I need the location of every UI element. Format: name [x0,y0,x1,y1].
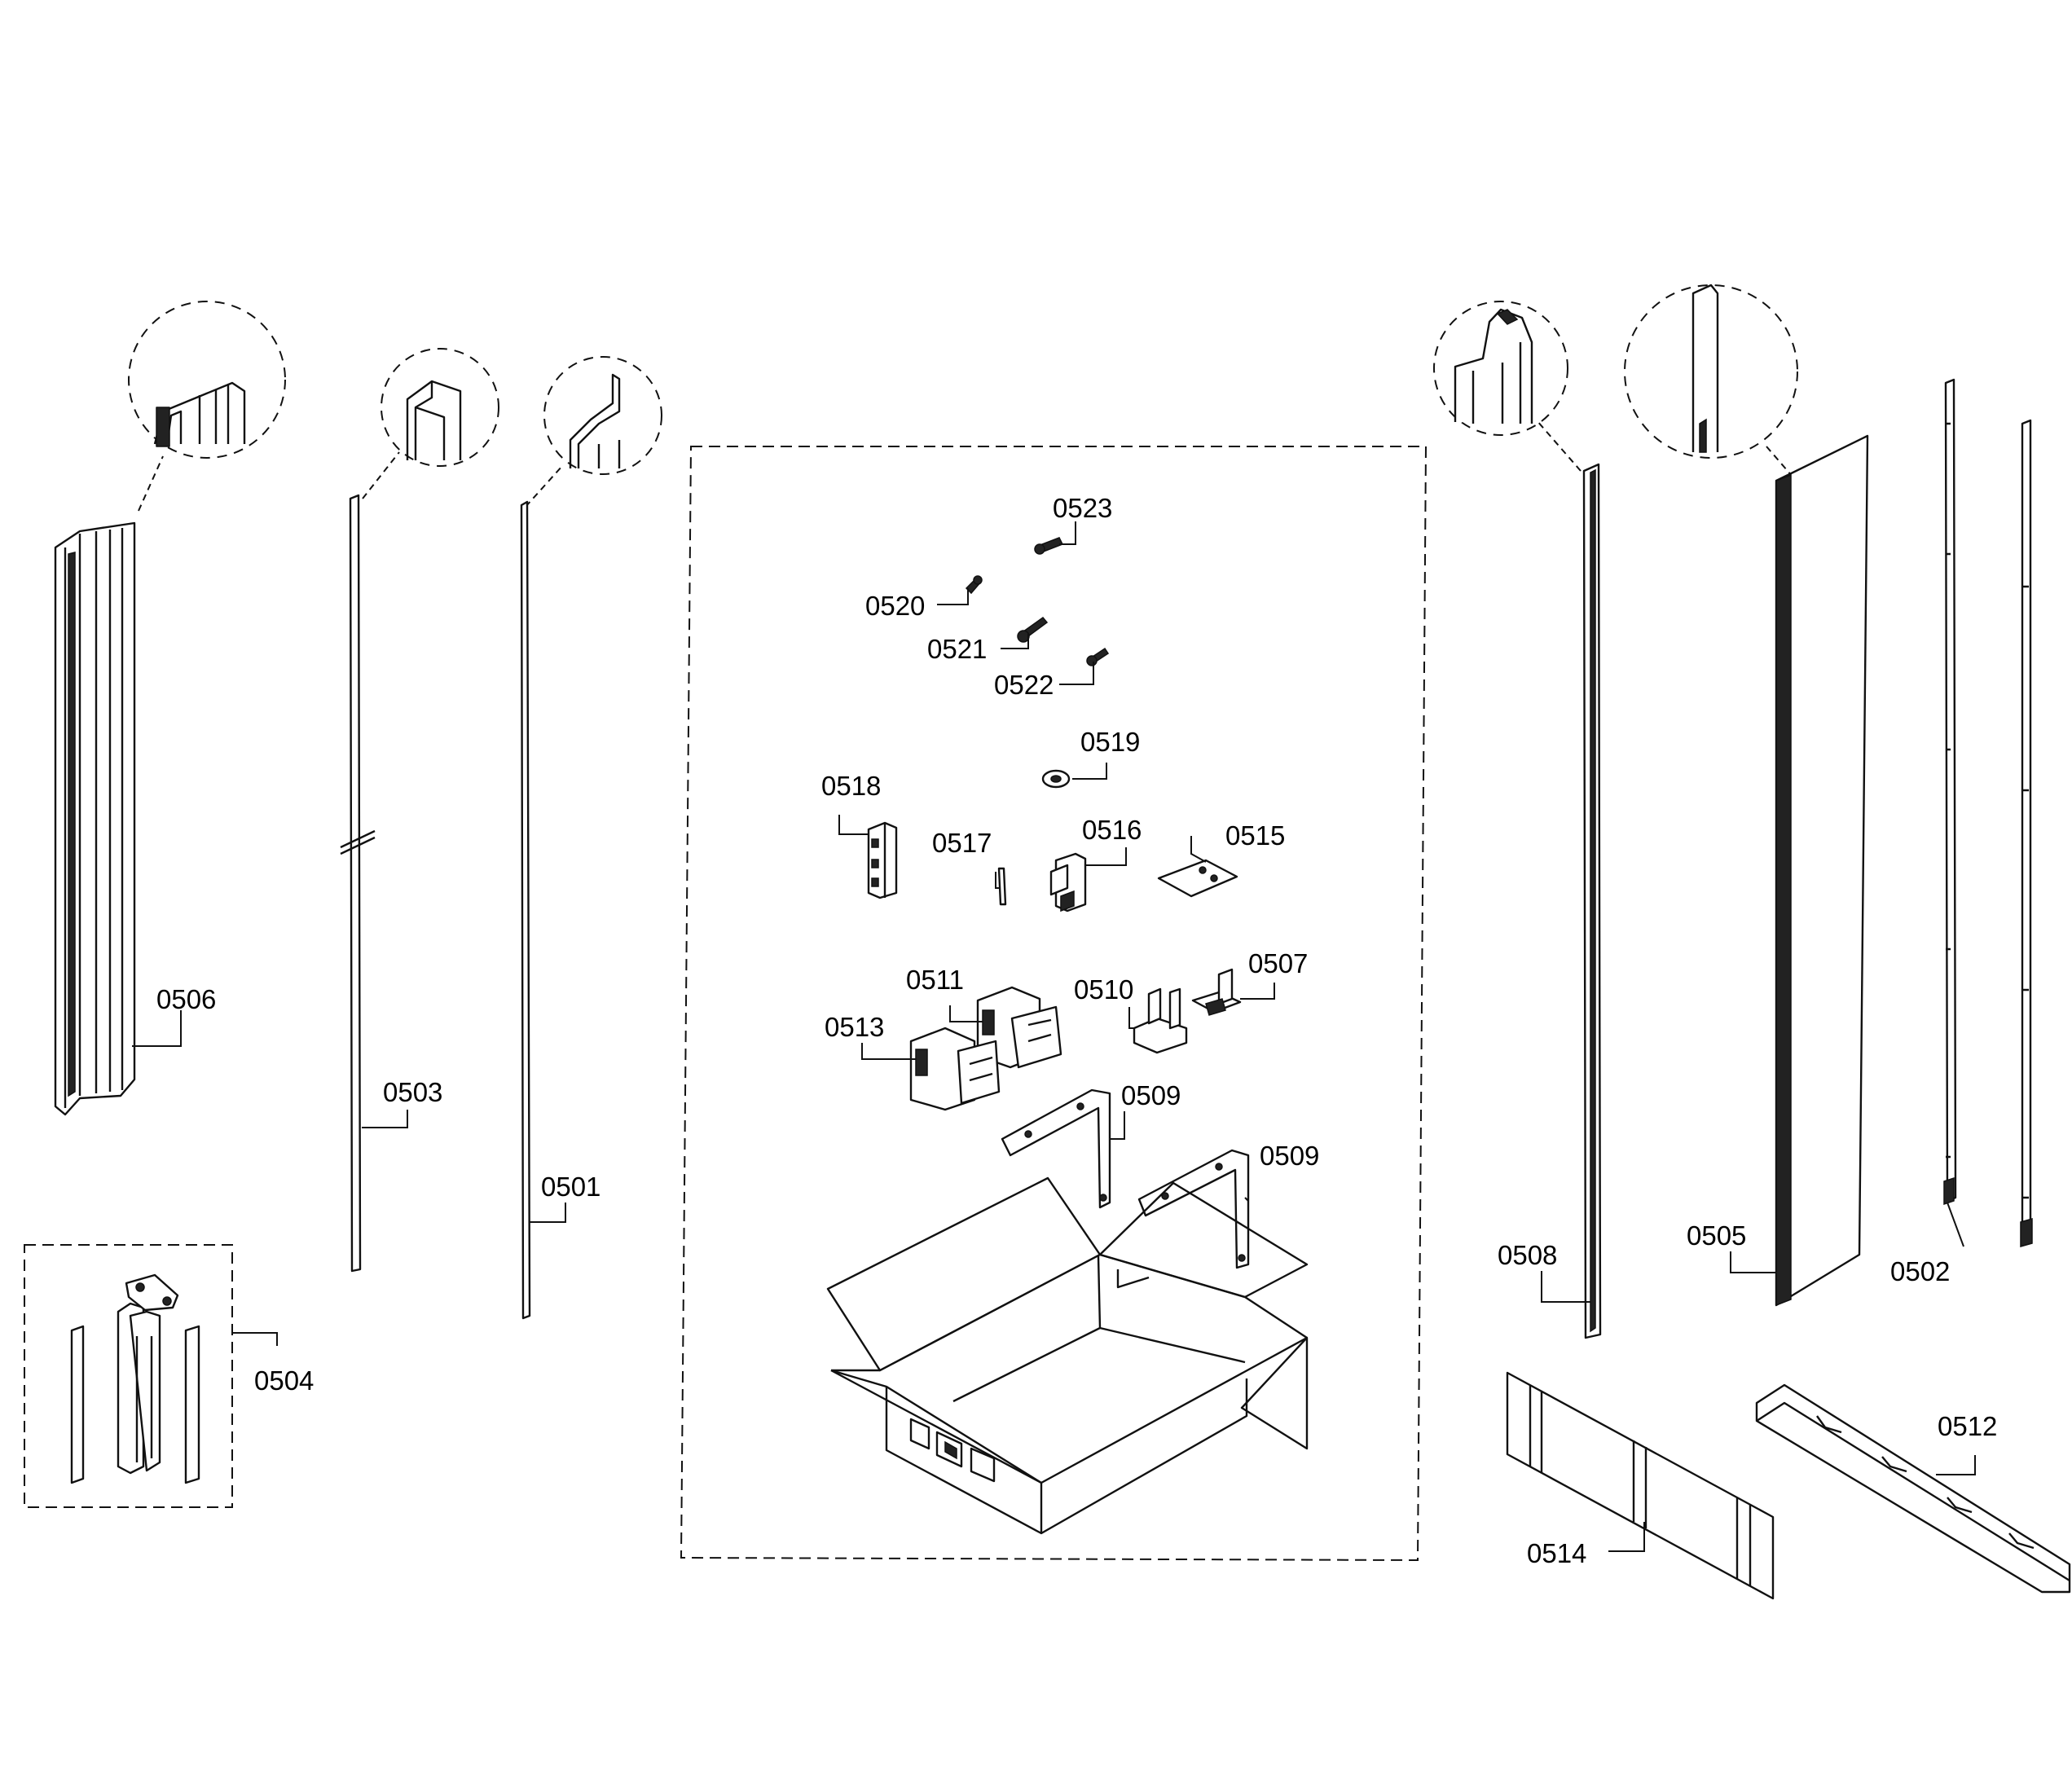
label-0502: 0502 [1890,1256,1950,1286]
label-0504: 0504 [254,1365,314,1396]
shipping-carton [826,1176,1309,1535]
part-0506-trim-profile [54,301,286,1116]
label-0522: 0522 [994,670,1054,700]
screw-0523 [1034,537,1064,555]
part-labels: 0523 0520 0521 0522 0519 0518 0517 0516 … [156,493,1997,1568]
part-0504-kit [24,1244,233,1508]
part-0505-panel [1624,284,1869,1307]
label-0507: 0507 [1248,948,1308,978]
bracket-0518 [867,821,898,899]
label-0509-upper: 0509 [1121,1080,1181,1110]
bracket-0513 [909,1027,1001,1111]
label-0509-lower: 0509 [1260,1141,1319,1171]
washer-0519 [1041,769,1071,789]
label-0511: 0511 [906,965,964,995]
accessory-kit-box [680,446,1428,1562]
label-0520: 0520 [865,591,925,621]
label-0517: 0517 [932,828,992,858]
screw-0522 [1086,647,1110,666]
part-0501-strip [520,356,662,1320]
label-0503: 0503 [383,1077,442,1107]
pin-0517 [997,867,1007,906]
block-0510 [1133,987,1188,1054]
l-bracket-0509-lower [1137,1149,1250,1269]
hinge-0516 [1049,852,1087,912]
part-0514-panel [1506,1371,1775,1600]
part-0503-strip [340,348,499,1273]
label-0505: 0505 [1687,1220,1746,1251]
label-0510: 0510 [1074,974,1133,1005]
screw-0521 [1017,616,1049,643]
label-0514: 0514 [1527,1538,1586,1568]
part-0508-strip [1433,301,1602,1339]
part-0512-rail [1755,1383,2071,1594]
label-0516: 0516 [1082,815,1142,845]
hinge-0507 [1191,968,1242,1016]
part-0502-rails [1943,378,2033,1247]
screw-0520 [965,575,983,595]
label-0521: 0521 [927,634,987,664]
leader-lines [132,521,1976,1552]
l-bracket-0509-upper [1001,1088,1111,1209]
label-0519: 0519 [1080,727,1140,757]
label-0501: 0501 [541,1172,600,1202]
label-0512: 0512 [1938,1411,1997,1441]
label-0506: 0506 [156,984,216,1014]
label-0513: 0513 [825,1012,884,1042]
label-0508: 0508 [1498,1240,1557,1270]
label-0523: 0523 [1053,493,1112,523]
label-0515: 0515 [1225,820,1285,851]
plate-0515 [1157,859,1238,898]
label-0518: 0518 [821,771,881,801]
